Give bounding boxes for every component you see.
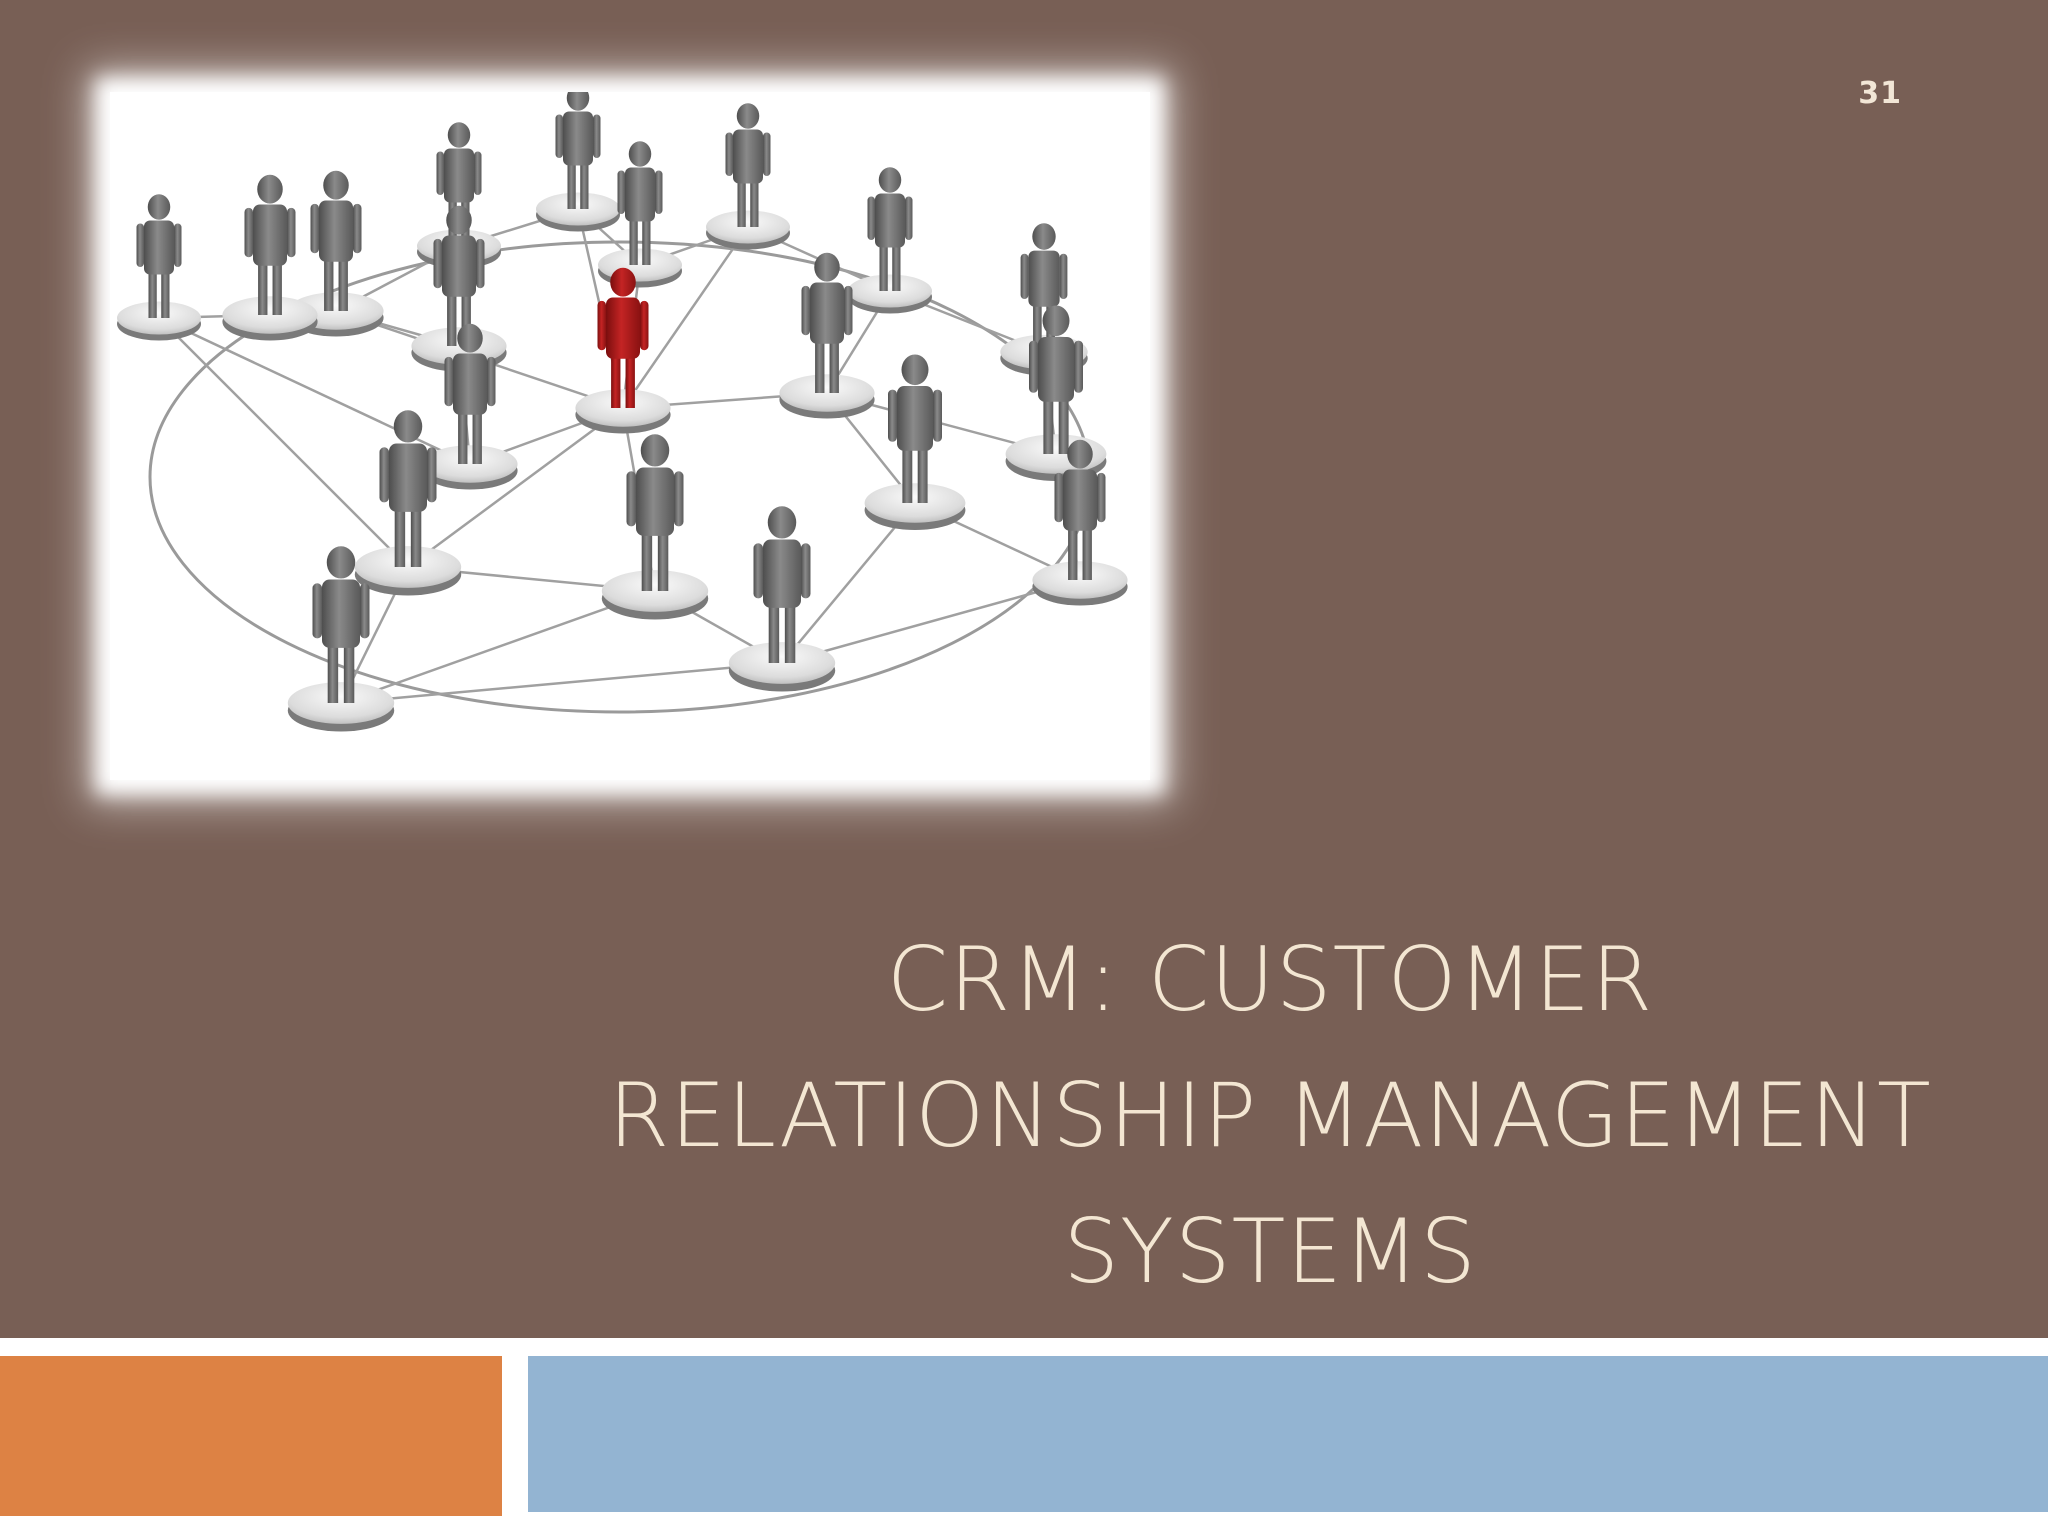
person-icon [864, 354, 966, 530]
person-icon [1032, 439, 1128, 606]
person-icon [601, 434, 709, 620]
slide-title: CRM: CUSTOMER RELATIONSHIP MANAGEMENT SY… [520, 912, 2020, 1320]
accent-bar-blue [528, 1356, 2048, 1512]
title-line-1: CRM: CUSTOMER [886, 928, 1654, 1031]
person-icon [354, 410, 462, 596]
title-line-3: SYSTEMS [1063, 1200, 1477, 1303]
slide-number: 31 [1858, 76, 1902, 111]
person-icon [706, 103, 790, 250]
main-panel: 31 [0, 0, 2048, 1338]
person-icon [222, 174, 318, 341]
person-icon [848, 167, 932, 314]
person-icon [728, 506, 836, 692]
people-network-icon [117, 92, 1128, 732]
accent-bar-orange [0, 1356, 502, 1516]
network-link [340, 589, 656, 705]
person-icon [411, 205, 507, 372]
person-icon [536, 92, 620, 232]
person-icon [779, 252, 875, 419]
network-link [340, 661, 783, 705]
person-icon [422, 323, 518, 490]
network-link [158, 316, 471, 466]
network-link [621, 226, 750, 409]
network-link [158, 317, 409, 568]
network-link [781, 578, 1081, 665]
network-link [781, 502, 916, 664]
title-line-2: RELATIONSHIP MANAGEMENT [608, 1064, 1932, 1167]
network-nodes [117, 92, 1128, 732]
person-icon [117, 194, 201, 341]
person-icon [287, 546, 395, 732]
person-highlighted-icon [575, 267, 671, 434]
people-network-image [110, 92, 1150, 780]
network-link [407, 406, 624, 569]
